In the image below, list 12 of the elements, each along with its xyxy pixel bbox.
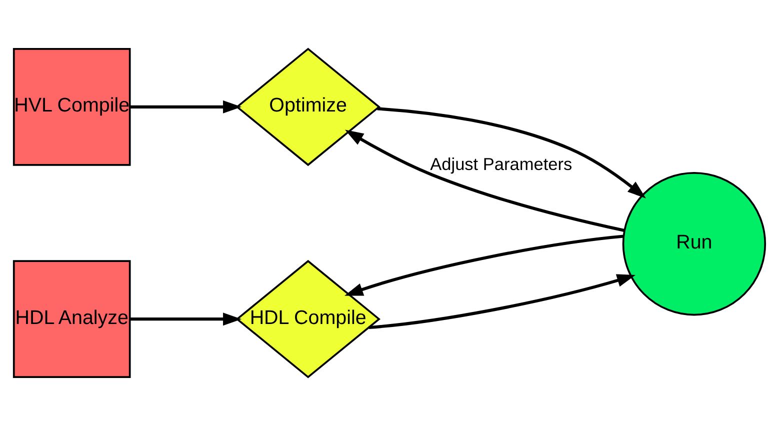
arrow <box>344 130 625 232</box>
node-circle: Run <box>622 172 766 316</box>
edge-label: Adjust Parameters <box>430 154 572 174</box>
node-diamond: HDL Compile <box>236 260 380 378</box>
arrow <box>130 312 242 326</box>
arrow <box>368 274 636 330</box>
arrow <box>377 107 646 198</box>
node-box: HDL Analyze <box>12 260 131 378</box>
arrow <box>130 100 242 114</box>
node-box: HVL Compile <box>12 48 131 166</box>
arrow <box>344 234 624 296</box>
node-diamond: Optimize <box>236 48 380 166</box>
